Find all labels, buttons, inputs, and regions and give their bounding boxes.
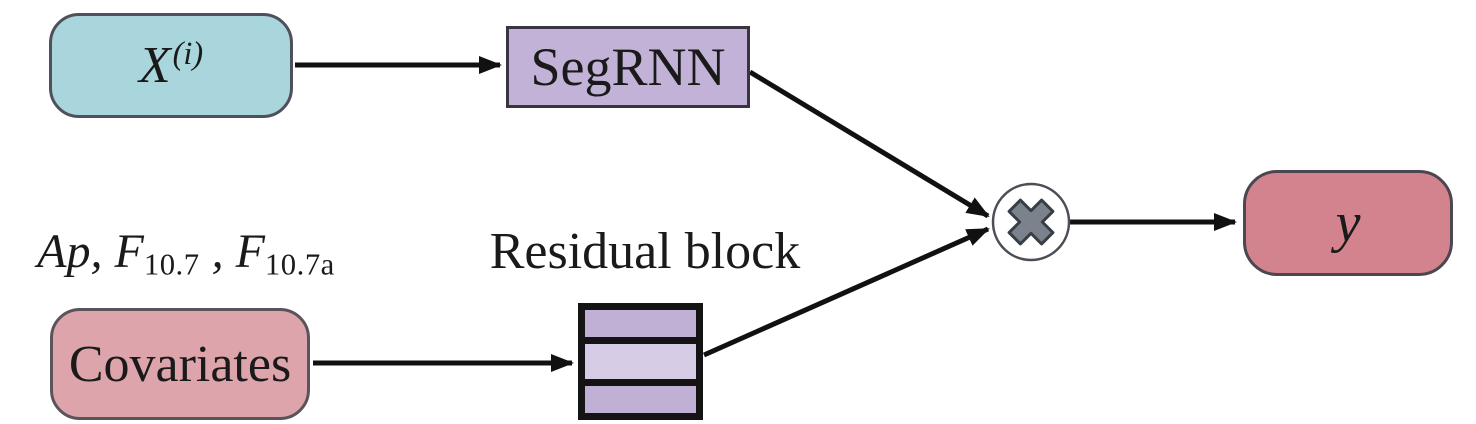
node-x-input: X(i) (49, 13, 293, 118)
x-input-base: X (138, 37, 171, 94)
segrnn-label: SegRNN (530, 37, 726, 97)
node-y-output: y (1243, 170, 1453, 276)
multiply-icon (1007, 198, 1055, 246)
arrow-segrnn-to-multiply (748, 69, 990, 219)
covars-ap: Ap (37, 225, 91, 278)
node-segrnn: SegRNN (506, 26, 750, 108)
y-output-label: y (1335, 192, 1361, 254)
arrow-group (295, 56, 1237, 372)
arrow-residual-to-multiply (702, 226, 990, 358)
residual-block (578, 303, 703, 420)
residual-layer-middle (585, 337, 696, 379)
residual-layer-top (585, 310, 696, 338)
residual-layer-bottom (585, 378, 696, 414)
covars-f107-subscript: 10.7 (143, 247, 200, 282)
x-input-label: X(i) (139, 36, 203, 95)
covars-f107a-subscript: 10.7a (264, 247, 335, 282)
node-covariates: Covariates (50, 308, 310, 420)
covars-f107a-base: , F (199, 225, 265, 278)
x-input-superscript: (i) (172, 34, 204, 71)
covars-f107-base: , F (90, 225, 144, 278)
covariate-variables-label: Ap, F10.7 , F10.7a (18, 224, 354, 282)
covariates-label: Covariates (68, 335, 292, 393)
residual-block-label: Residual block (489, 223, 801, 280)
